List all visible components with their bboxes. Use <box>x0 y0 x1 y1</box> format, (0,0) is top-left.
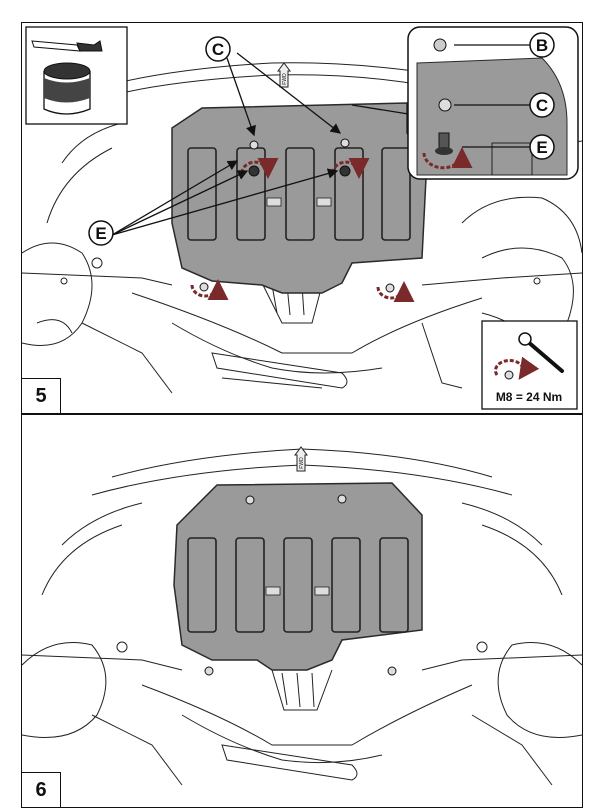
torque-spec: M8 = 24 Nm <box>496 390 562 404</box>
skid-plate <box>171 102 428 294</box>
svg-text:C: C <box>536 96 548 115</box>
callout-e-2: E <box>529 134 555 160</box>
step-5-diagram: FWD <box>22 26 582 410</box>
vehicle-underbody-outline <box>22 62 582 394</box>
fwd-arrow-icon: FWD <box>294 446 308 472</box>
plate-ribs <box>187 537 409 633</box>
step-number: 5 <box>22 378 61 413</box>
paint-can-icon <box>43 62 91 115</box>
fwd-arrow-icon: FWD <box>277 62 291 88</box>
callout-c-1: C <box>205 36 231 62</box>
skid-plate <box>173 482 423 676</box>
callout-c-2: C <box>529 92 555 118</box>
svg-text:E: E <box>95 224 106 243</box>
step-6-panel: FWD 6 <box>21 414 583 808</box>
fwd-label: FWD <box>282 73 288 85</box>
step-number: 6 <box>22 772 61 807</box>
brush-icon <box>31 40 103 52</box>
plate-ribs <box>187 147 411 241</box>
callout-e-1: E <box>88 220 114 246</box>
svg-text:E: E <box>536 138 547 157</box>
fwd-label: FWD <box>299 457 305 469</box>
svg-text:C: C <box>212 40 224 59</box>
paint-inset <box>25 26 128 125</box>
step-5-panel: FWD <box>21 22 583 414</box>
torque-inset: M8 = 24 Nm <box>481 320 578 410</box>
ratchet-wrench-icon <box>518 332 564 373</box>
step-6-diagram: FWD <box>22 446 582 786</box>
callout-b: B <box>529 32 555 58</box>
svg-text:B: B <box>536 36 548 55</box>
rotation-arrow-icon <box>190 157 415 303</box>
detail-inset: B C E <box>407 26 579 180</box>
